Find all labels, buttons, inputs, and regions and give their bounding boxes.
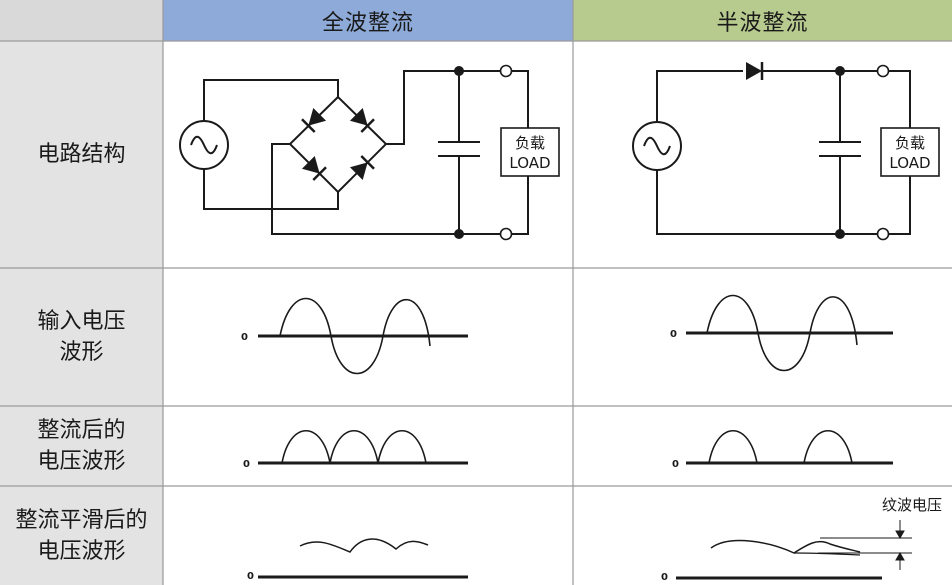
- ripple-voltage-label: 纹波电压: [882, 496, 942, 514]
- header-corner: [0, 0, 163, 41]
- zero-label: 0: [243, 459, 250, 470]
- full-load-label-cn: 负载: [515, 134, 545, 152]
- header-half-wave: 半波整流: [573, 0, 952, 41]
- half-input-waveform: [686, 294, 893, 372]
- half-junctions: [835, 64, 890, 241]
- zero-label: 0: [661, 572, 668, 583]
- full-load-label-en: LOAD: [509, 154, 550, 172]
- half-load-box: [880, 127, 940, 177]
- half-smoothed-waveform: [676, 539, 882, 580]
- full-bridge-diodes: [300, 106, 376, 182]
- row-label-rectified-text: 整流后的 电压波形: [37, 418, 126, 474]
- row-label-circuit: 电路结构: [0, 41, 163, 268]
- row-label-input-text: 输入电压 波形: [37, 309, 126, 365]
- half-wave-circuit: [632, 70, 940, 235]
- full-wave-circuit: [179, 70, 560, 235]
- header-full-wave: 全波整流: [163, 0, 573, 41]
- zero-label: 0: [247, 571, 254, 582]
- row-label-rectified: 整流后的 电压波形: [0, 406, 163, 486]
- zero-label: 0: [670, 329, 677, 340]
- zero-label: 0: [241, 332, 248, 343]
- full-rectified-waveform: [258, 430, 468, 465]
- row-label-smoothed-text: 整流平滑后的 电压波形: [15, 507, 148, 564]
- half-load-label-en: LOAD: [889, 154, 930, 172]
- zero-label: 0: [672, 459, 679, 470]
- row-label-input: 输入电压 波形: [0, 268, 163, 406]
- half-rectified-waveform: [686, 430, 893, 465]
- row-label-smoothed: 整流平滑后的 电压波形: [0, 486, 163, 585]
- full-input-waveform: [258, 297, 468, 375]
- diode-icon: [744, 60, 764, 82]
- ripple-indicator: [818, 520, 912, 570]
- full-smoothed-waveform: [258, 538, 468, 579]
- row-label-circuit-text: 电路结构: [37, 142, 126, 167]
- full-junctions: [454, 64, 513, 241]
- half-load-label-cn: 负载: [895, 134, 925, 152]
- full-load-box: [500, 127, 560, 177]
